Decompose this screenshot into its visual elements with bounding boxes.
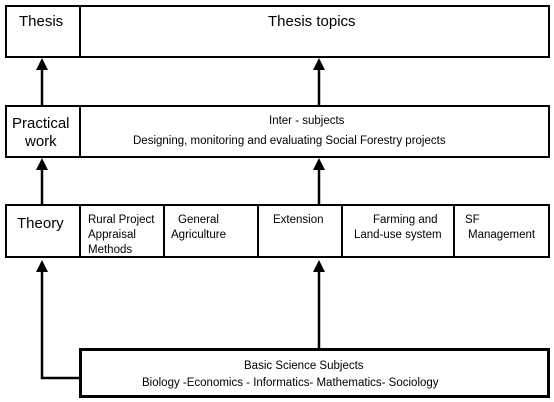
subject-line: Management [468,229,536,241]
thesis-label: Thesis [19,13,64,30]
arrowhead-basic-to-extension [313,260,325,272]
basic-science-title: Basic Science Subjects [244,360,364,372]
theory-label: Theory [17,215,64,232]
subject-line: Appraisal [88,229,136,241]
subject-line: Rural Project [88,214,155,226]
subject-line: Methods [88,244,133,256]
theory-divider-3 [257,204,259,258]
thesis-topics-label: Thesis topics [268,13,356,30]
theory-divider-5 [453,204,455,258]
inter-subjects-detail: Designing, monitoring and evaluating Soc… [133,135,446,147]
subject-extension: Extension [273,213,324,228]
subject-general-agriculture: General Agriculture [171,213,226,243]
subject-line: Farming and [373,214,438,226]
basic-science-box [79,348,550,398]
subject-line: Extension [273,214,324,226]
thesis-divider [79,5,81,58]
subject-sf-management: SF Management [465,213,535,243]
theory-divider-4 [341,204,343,258]
arrowhead-theory-to-practical [36,158,48,170]
subject-rural-project: Rural Project Appraisal Methods [88,213,154,258]
practical-work-line2: work [25,133,57,150]
basic-science-subjects: Biology -Economics - Informatics- Mathem… [142,377,439,389]
arrowhead-practical-to-thesis [36,58,48,70]
subject-line: Land-use system [354,229,442,241]
subject-line: Agriculture [171,229,226,241]
theory-divider-2 [163,204,165,258]
arrow-shaft-basic-to-theory [40,270,80,380]
arrowhead-basic-to-theory [36,260,48,272]
subject-line: General [178,214,219,226]
theory-divider-1 [79,204,81,258]
theory-row [5,204,550,258]
practical-work-line1: Practical [12,115,70,132]
arrowhead-inter-to-topics [313,58,325,70]
thesis-row [5,5,550,58]
practical-divider [79,105,81,158]
inter-subjects-title: Inter - subjects [269,115,345,127]
subject-farming-land-use: Farming and Land-use system [354,213,442,243]
practical-row [5,105,550,158]
subject-line: SF [465,214,480,226]
arrowhead-theory-to-inter [313,158,325,170]
